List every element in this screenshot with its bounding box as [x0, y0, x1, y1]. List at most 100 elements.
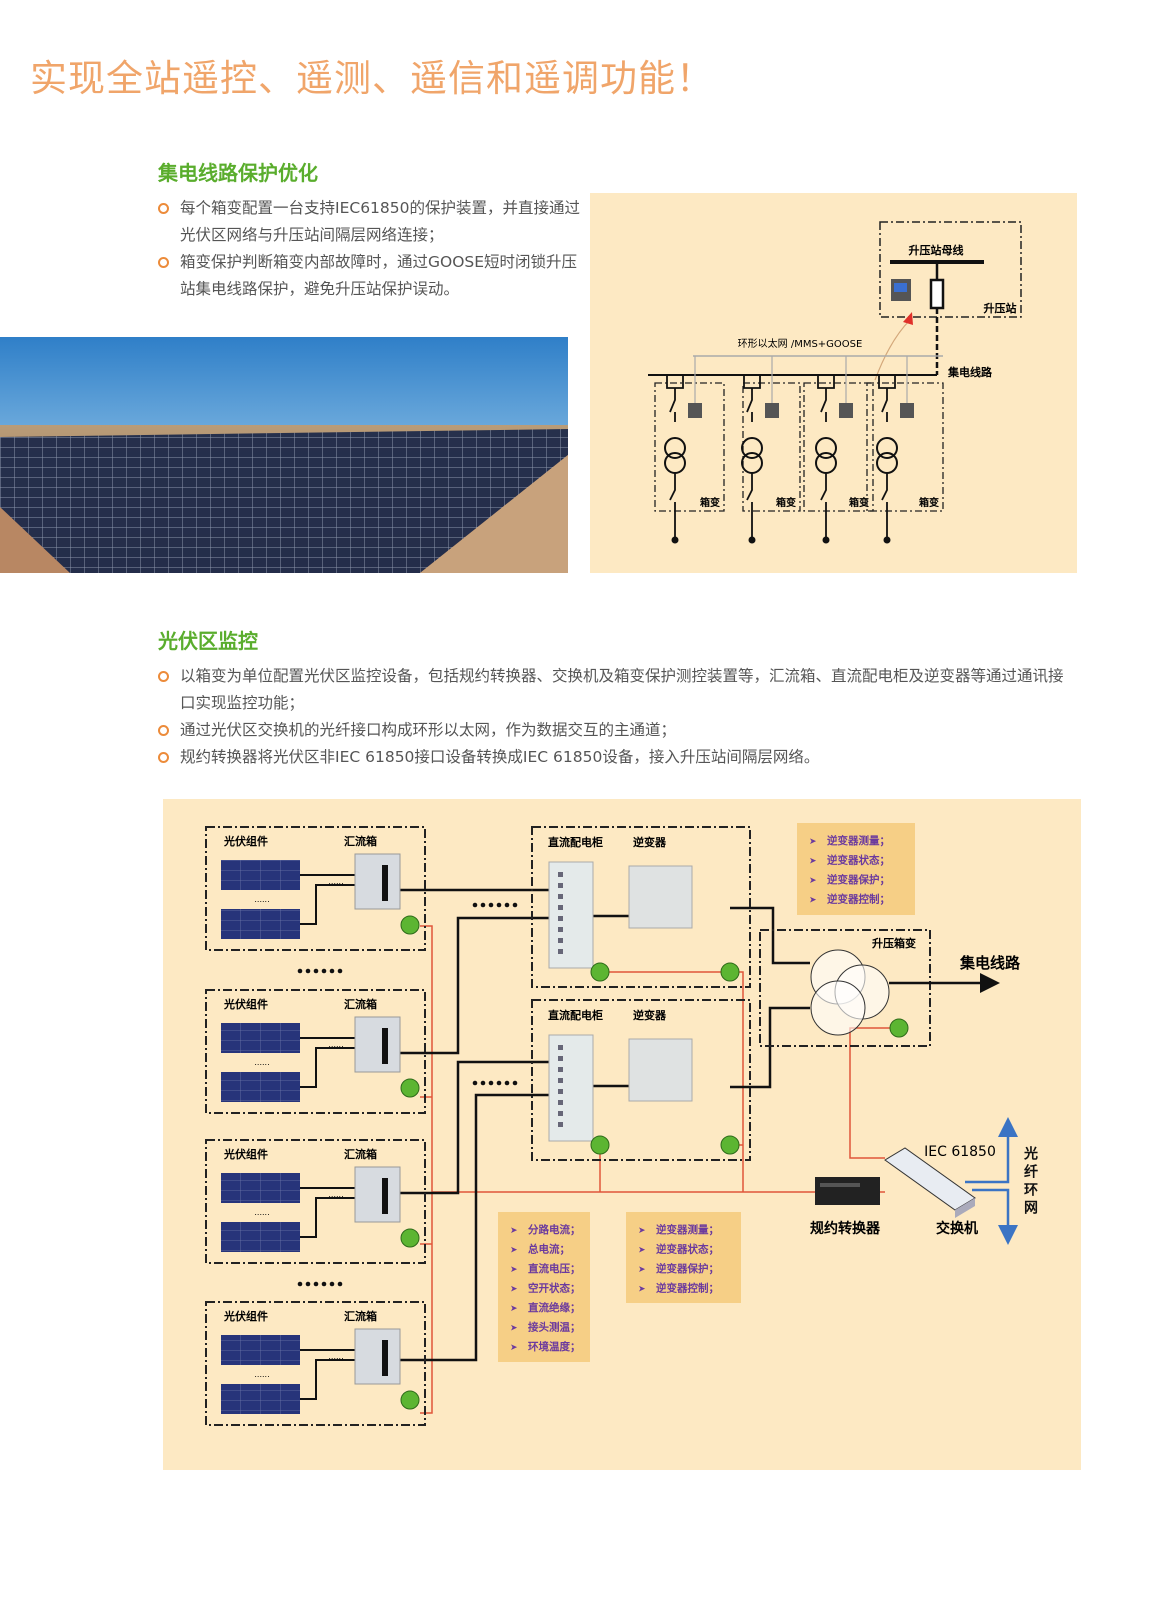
combiner-label: 汇流箱: [344, 997, 377, 1011]
solar-panel-icon: [221, 1173, 300, 1203]
feeder-label: 集电线路: [947, 365, 993, 379]
more-units-ellipsis: [297, 968, 343, 974]
ring-label: 光纤环网: [1022, 1146, 1038, 1218]
dc-cabinet-inverter-group: 直流配电柜 逆变器: [531, 999, 751, 1161]
ethernet-switch-icon: [884, 1147, 976, 1218]
pv-module-label: 光伏组件: [223, 834, 268, 848]
dc-cabinet-label: 直流配电柜: [548, 835, 603, 849]
network-label: 环形以太网 /MMS+GOOSE: [738, 337, 863, 350]
protection-device-icon: [839, 403, 853, 418]
combiner-label: 汇流箱: [344, 1309, 377, 1323]
breaker-icon: [929, 278, 945, 310]
svg-text:......: ......: [254, 1208, 269, 1217]
feeder-protection-list: 每个箱变配置一台支持IEC61850的保护装置，并直接通过光伏区网络与升压站间隔…: [158, 195, 583, 303]
pv-monitoring-diagram: 光伏组件汇流箱............光伏组件汇流箱............光伏…: [163, 799, 1081, 1470]
pv-combiner-group: 光伏组件汇流箱............: [205, 1301, 426, 1426]
pv-monitoring-list: 以箱变为单位配置光伏区监控设备，包括规约转换器、交换机及箱变保护测控装置等，汇流…: [158, 663, 1073, 771]
info-item: 逆变器保护；: [827, 873, 890, 886]
substation-label: 升压站: [984, 301, 1017, 315]
transformer-icon: [876, 437, 898, 459]
combiner-box-icon: [354, 1166, 401, 1223]
bullet-arrow-icon: ➤: [638, 1285, 646, 1295]
combiner-box-icon: [354, 1328, 401, 1385]
solar-panel-icon: [221, 1335, 300, 1365]
inverter-info-box-top: ➤逆变器测量；➤逆变器状态；➤逆变器保护；➤逆变器控制；: [797, 823, 915, 915]
dc-cabinet-inverter-group: 直流配电柜 逆变器: [531, 826, 751, 988]
box-transformer-unit: 箱变: [741, 356, 801, 544]
svg-text:......: ......: [328, 1190, 343, 1199]
combiner-box-icon: [354, 1016, 401, 1073]
box-transformer-label: 箱变: [849, 496, 869, 509]
svg-text:......: ......: [328, 1040, 343, 1049]
inverter-info-box-bottom: ➤ 逆变器测量； ➤ 逆变器状态； ➤ 逆变器保护； ➤ 逆变器控制；: [626, 1212, 741, 1303]
inverter-icon: [628, 1038, 693, 1102]
info-item: 逆变器保护；: [656, 1262, 719, 1275]
protection-device-icon: [891, 279, 911, 301]
feeder-label: 集电线路: [959, 954, 1021, 972]
switch-icon: [666, 375, 684, 422]
dc-cabinet-label: 直流配电柜: [548, 1008, 603, 1022]
fiber-ring-arrows: [965, 1117, 1018, 1245]
combiner-label: 汇流箱: [344, 1147, 377, 1161]
feeder-protection-diagram: 升压站母线 升压站 环形以太网 /MMS+GOOSE 集电线路 箱变箱变箱变箱变: [590, 193, 1077, 573]
transformer-icon: [664, 437, 686, 459]
info-item: 逆变器测量；: [656, 1223, 719, 1236]
svg-text:......: ......: [254, 1370, 269, 1379]
status-indicator: [400, 1390, 420, 1410]
goose-arrow-icon: [903, 312, 913, 325]
section-heading-pv-monitoring: 光伏区监控: [158, 629, 258, 653]
transformer-icon: [815, 437, 837, 459]
solar-panel-icon: [221, 1384, 300, 1414]
list-item: 箱变保护判断箱变内部故障时，通过GOOSE短时闭锁升压站集电线路保护，避免升压站…: [158, 249, 583, 303]
info-item: 逆变器控制；: [656, 1282, 719, 1295]
info-item: 逆变器控制；: [827, 893, 890, 906]
status-indicator: [889, 1018, 909, 1038]
box-transformer-unit: 箱变: [803, 356, 874, 544]
protocol-label: IEC 61850: [924, 1144, 996, 1160]
stepup-box: [759, 929, 931, 1047]
svg-text:......: ......: [254, 895, 269, 904]
bullet-arrow-icon: ➤: [638, 1246, 646, 1256]
bullet-arrow-icon: ➤: [510, 1226, 518, 1236]
bullet-arrow-icon: ➤: [638, 1265, 646, 1275]
combiner-label: 汇流箱: [344, 834, 377, 848]
bullet-arrow-icon: ➤: [809, 837, 817, 847]
box-transformer-label: 箱变: [919, 496, 939, 509]
protection-device-icon: [900, 403, 914, 418]
bullet-arrow-icon: ➤: [638, 1226, 646, 1236]
info-item: 逆变器状态；: [656, 1243, 719, 1256]
inverter-icon: [628, 865, 693, 929]
inverter-label: 逆变器: [633, 835, 667, 849]
bullet-arrow-icon: ➤: [510, 1265, 518, 1275]
info-item: 逆变器测量；: [827, 834, 890, 847]
inverter-label: 逆变器: [633, 1008, 667, 1022]
power-lines: [400, 888, 810, 1362]
switch-label: 交换机: [936, 1220, 978, 1237]
dc-cabinet-icon: [548, 861, 594, 969]
bullet-arrow-icon: ➤: [809, 857, 817, 867]
status-indicator: [720, 962, 740, 982]
list-item: 规约转换器将光伏区非IEC 61850接口设备转换成IEC 61850设备，接入…: [158, 744, 1073, 771]
pv-combiner-group: 光伏组件 汇流箱............: [205, 826, 426, 951]
combiner-box-icon: [354, 853, 401, 910]
bullet-arrow-icon: ➤: [510, 1324, 518, 1334]
pv-module-label: 光伏组件: [223, 1309, 268, 1323]
more-units-ellipsis: [472, 1080, 518, 1086]
svg-text:......: ......: [254, 1058, 269, 1067]
status-indicator: [400, 1228, 420, 1248]
dc-cabinet-icon: [548, 1034, 594, 1142]
box-transformer-label: 箱变: [700, 496, 720, 509]
status-indicator: [400, 1078, 420, 1098]
protection-device-icon: [765, 403, 779, 418]
box-transformer-unit: 箱变: [866, 356, 944, 544]
combiner-info-box: ➤分路电流；➤总电流；➤直流电压；➤空开状态；➤直流绝缘；➤接头测温；➤环境温度…: [498, 1212, 590, 1362]
bullet-arrow-icon: ➤: [510, 1285, 518, 1295]
box-transformer-unit: 箱变: [654, 356, 725, 544]
solar-farm-photo: [0, 337, 568, 573]
bullet-arrow-icon: ➤: [510, 1246, 518, 1256]
status-indicator: [720, 1135, 740, 1155]
info-item: 直流电压；: [528, 1262, 581, 1275]
transformer-icon: [810, 949, 890, 1036]
pv-module-label: 光伏组件: [223, 997, 268, 1011]
svg-text:......: ......: [328, 877, 343, 886]
